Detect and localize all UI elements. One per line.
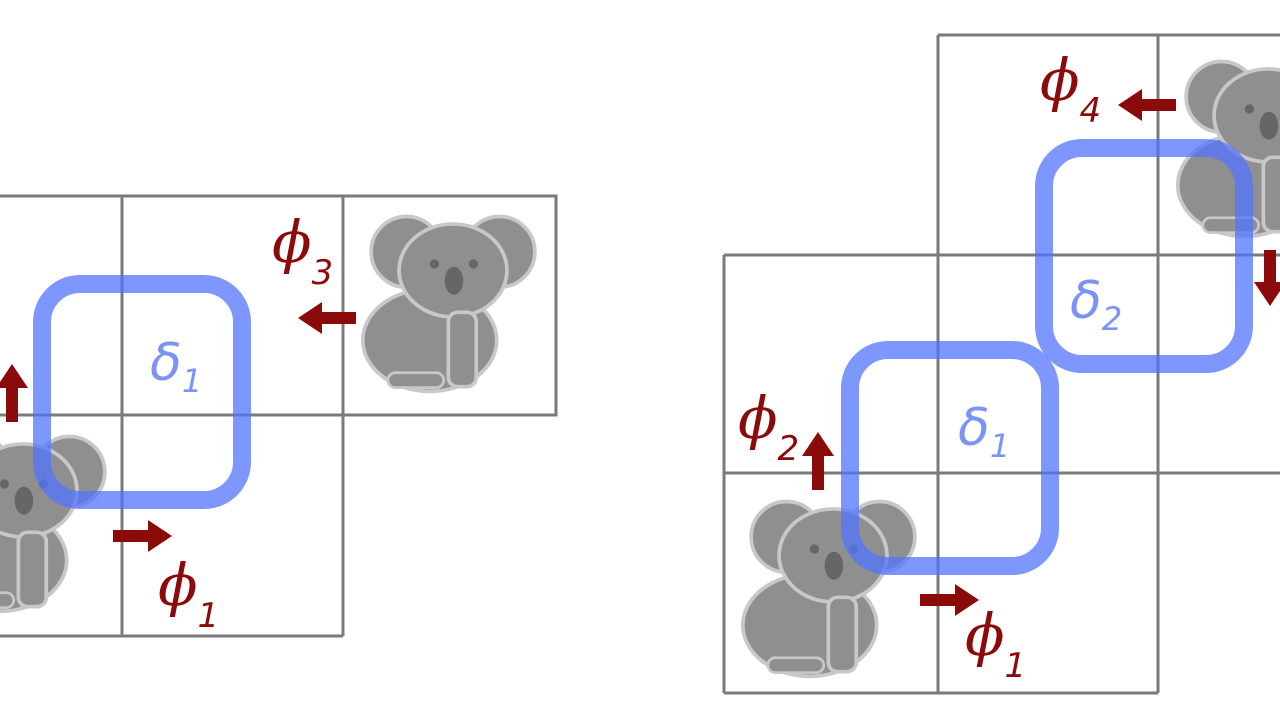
koala-icon	[740, 499, 917, 679]
phi-label-1: ϕ1	[158, 551, 219, 636]
phi-label-3: ϕ3	[272, 208, 333, 293]
koala-icon	[360, 214, 537, 394]
arrow-up-icon	[802, 432, 834, 490]
arrow-down-icon	[1254, 250, 1280, 306]
arrow-right-icon	[920, 584, 979, 616]
loop-label: δ2	[1070, 271, 1122, 338]
arrow-left-icon	[298, 302, 356, 334]
loop-delta-2	[1035, 139, 1253, 373]
phi-label-1: ϕ1	[965, 601, 1026, 686]
loop-label: δ1	[958, 398, 1010, 465]
arrow-left-icon	[1118, 89, 1176, 121]
loop-delta-1	[841, 341, 1059, 575]
arrow-right-icon	[113, 520, 172, 552]
koala-icon	[0, 434, 107, 614]
left-grid	[0, 194, 558, 638]
loop-label: δ1	[150, 333, 202, 400]
phi-label-2: ϕ2	[738, 384, 799, 469]
phi-label-4: ϕ4	[1040, 46, 1101, 131]
left-panel: δ1 ϕ3 ϕ1	[0, 194, 558, 638]
loop-delta-1	[33, 275, 251, 509]
arrow-up-icon	[0, 364, 28, 422]
right-panel: δ2 δ1 ϕ4 ϕ2 ϕ1	[722, 33, 1280, 695]
